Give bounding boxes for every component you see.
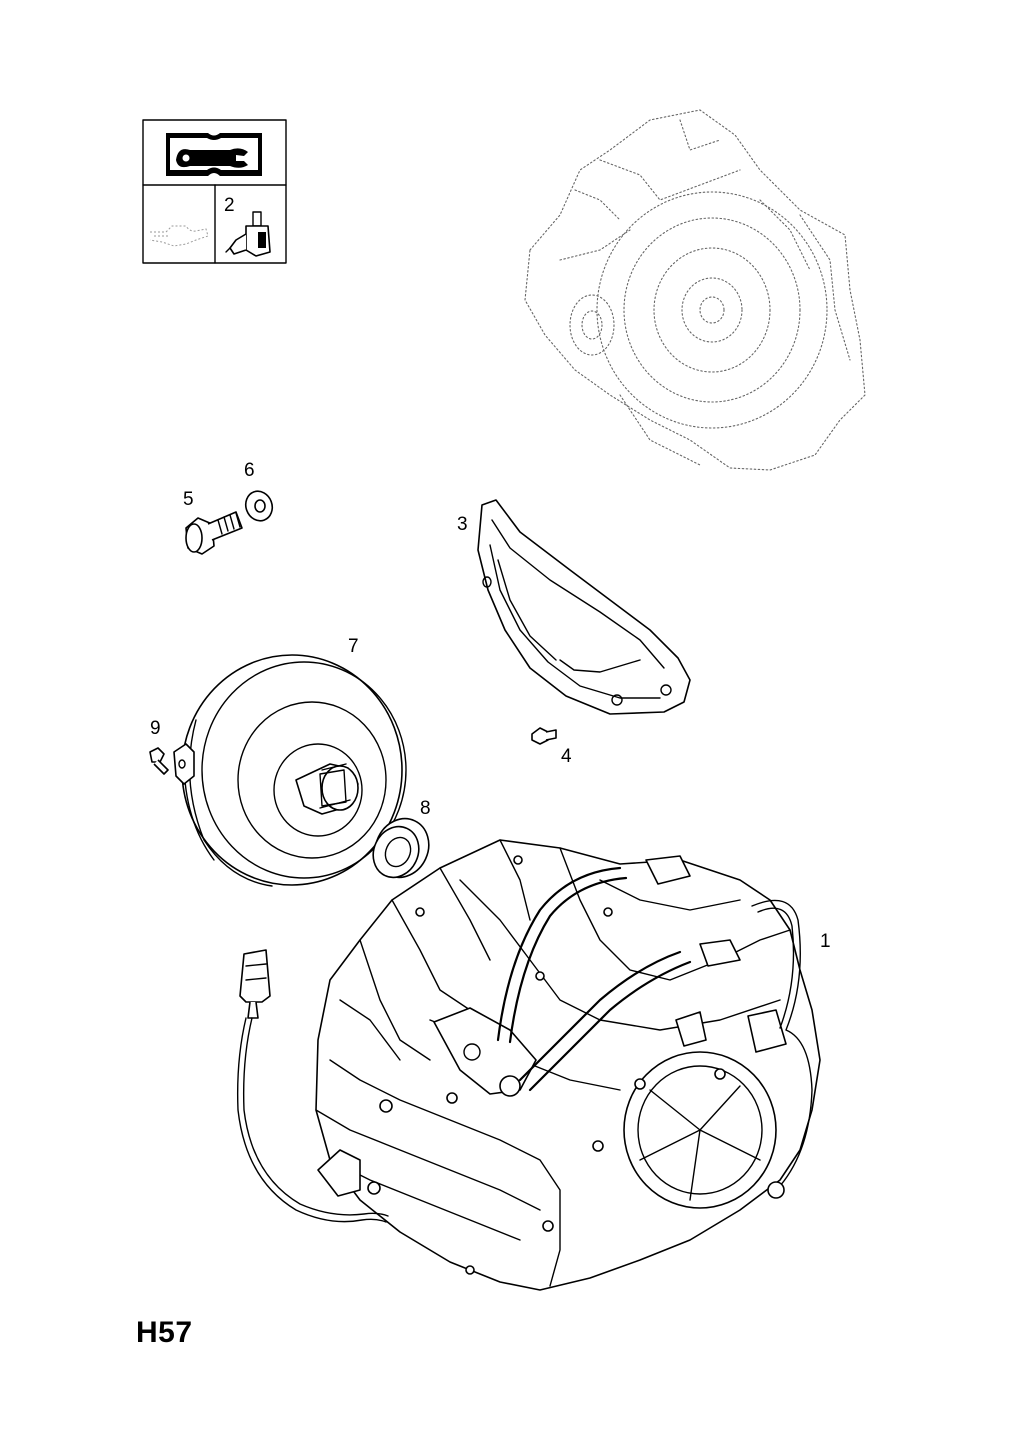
part-7-torque-converter [173,654,407,887]
callout-3: 3 [457,514,468,535]
part-5-bolt [185,511,243,555]
callout-6: 6 [244,460,255,481]
part-6-washer [244,490,274,522]
speed-sensor-with-cable [236,949,389,1223]
callout-4: 4 [561,746,572,767]
legend-box: 2 [142,119,287,264]
callout-5: 5 [183,489,194,510]
legend-item-label: 2 [224,195,235,216]
part-9-bolt [149,747,169,775]
ghost-transmission-reference [524,109,866,471]
oil-dipstick-icon [149,225,209,247]
part-1-transmission-assembly [315,839,821,1291]
part-8-seal [372,817,430,879]
callout-9: 9 [150,718,161,739]
callout-8: 8 [420,798,431,819]
part-4-bolt [531,727,557,745]
page-code: H57 [136,1316,193,1349]
service-manual-wrench-icon [166,133,262,176]
speed-sensor-icon [225,211,271,257]
callout-1: 1 [820,931,831,952]
part-3-cover-plate [477,499,691,715]
callout-7: 7 [348,636,359,657]
